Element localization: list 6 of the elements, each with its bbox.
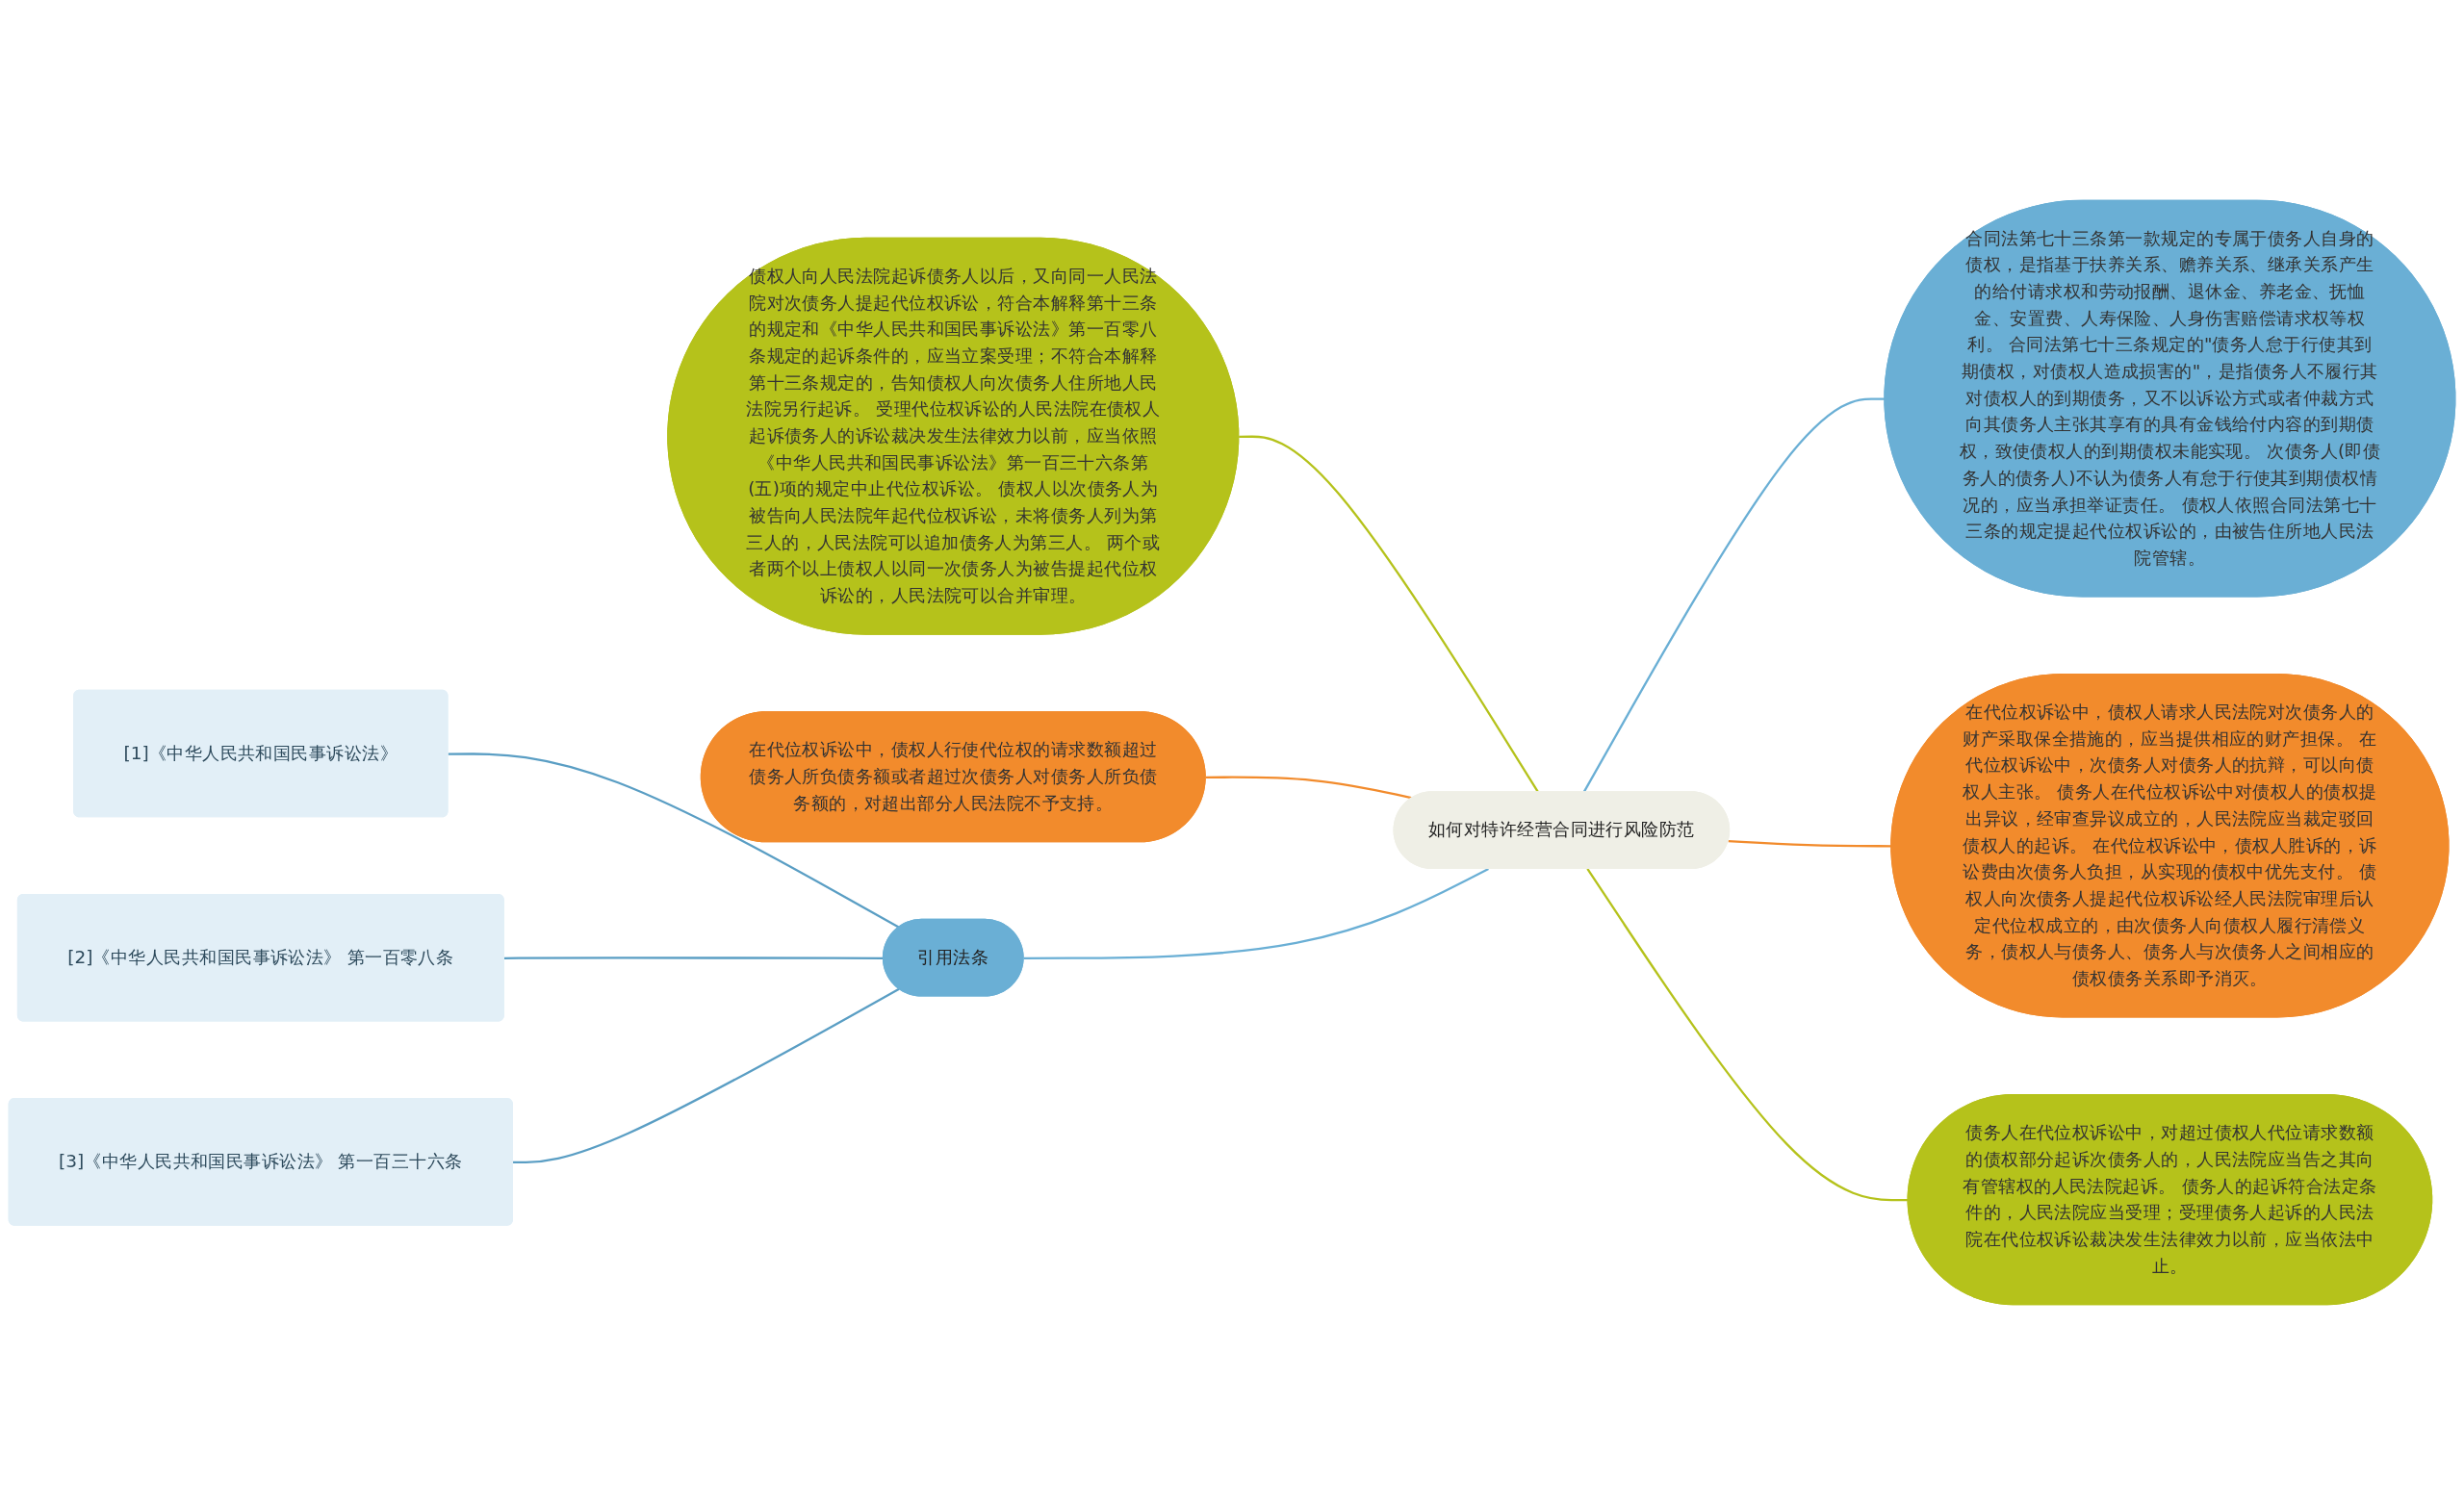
connector xyxy=(513,987,900,1164)
connector xyxy=(1586,868,1909,1202)
connector xyxy=(1023,868,1489,960)
connector xyxy=(1205,776,1413,800)
connector xyxy=(448,752,900,929)
mind-map-drawing: 如何对特许经营合同进行风险防范 债权人向人民法院起诉债务人以后，又向同一人民法院对次债务人提起代位权诉讼，符合本解释第十三条的规定和《中华人民共和国民事诉讼法》第一百零八条规定的起诉条件的，应当立案受理；不符合本解释第十三条规定的，告知债权人向次债务人住所地人民法院另行起诉。 受理代位权诉讼的人民法院在债权人起诉债务人的诉讼裁决发生法律效力以前，应当依照《中华人民共和国民事诉讼法》第一百三十六条第(五)项的规定中止代位权诉讼。 债权人以次债务人为被告向人民法院年起代位权诉讼，未将债务人列为第三人的，人民法院可以追加债务人为第三人。 两个或者两个以上债权人以同一次债务人为被告提起代位权诉讼的，人民法院可以合并审理。 合同法第七十三条第一款规定的专属于债务人自身的债权，是指基于扶养关系、赡养关系、继承关系产生的给付请求权和劳动报酬、退休金、养老金、抚恤金、安置费、人寿保险、人身伤害赔偿请求权等权利。 合同法第七十三条规定的"债务人怠于行使其到期债权，对债权人造成损害的"，是指债务人不履行其对债权人的到期债务，又不以诉讼方式或者仲裁方式向其债务人主张其享有的具有金钱给付内容的到期债权，致使债权人的到期债权未能实现。 次债务人(即债务人的债务人)不认为债务人有怠于行使其到期债权情况的，应当承担举证责任。 债权人依照合同法第七十三条的规定提起代位权诉讼的，由被告住所地人民法院管辖。 在代位权诉讼中，债权人请求人民法院对次债务人的财产采取保全措施的，应当提供相应的财产担保。 在代位权诉讼中，次债务人对债务人的抗辩，可以向债权人主张。 债务人在代位权诉讼中对债权人的债权提出异议，经审查异议成立的，人民法院应当裁定驳回债权人的起诉。 在代位权诉讼中，债权人胜诉的，诉讼费由次债务人负担，从实现的债权中优先支付。 债权人向次债务人提起代位权诉讼经人民法院审理后认定代位权成立的，由次债务人向债权人履行清偿义务，债权人与债务人、债务人与次债务人之间相应的债权债务关系即予消灭。 在代位权诉讼中，债权人行使代位权的请求数额超过债务人所负债务额或者超过次债务人对债务人所负债务额的，对超出部分人民法院不予支持。 引用法条 [1]《中华人民共和国民事诉讼法》 [2]《中华人民共和国民事诉讼法》 第一百零八条 [3]《中华人民共和国民事诉讼法》 第一百三十六条 债务人在代位权诉讼中，对超过债权人代位请求数额的债权部分起诉次债务人的，人民法院应当告之其向有管辖权的人民法院起诉。 债务人的起诉符合法定条件的，人民法院应当受理；受理债务人起诉的人民法院在代位权诉讼裁决发生法律效力以前，应当依法中止。 xyxy=(0,191,2464,1314)
